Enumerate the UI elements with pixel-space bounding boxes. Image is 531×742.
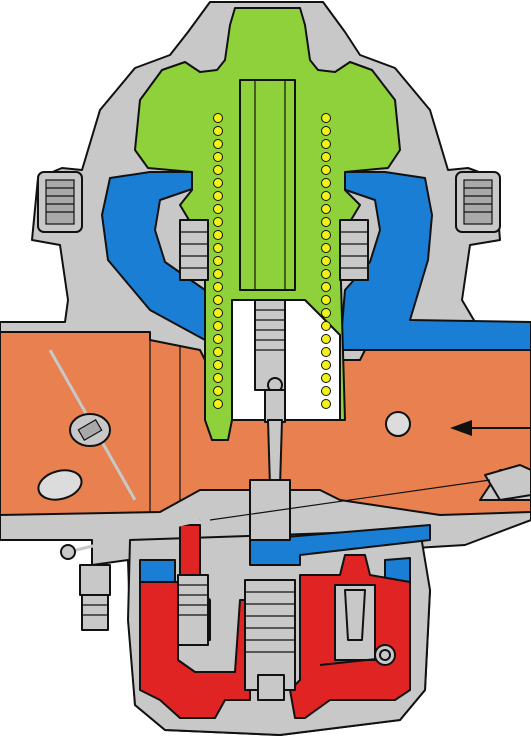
spring-coil xyxy=(321,230,331,240)
left-diaphragm-screw xyxy=(179,219,209,281)
right-diaphragm-screw xyxy=(339,219,369,281)
spring-coil xyxy=(213,295,223,305)
spring-coil xyxy=(213,256,223,266)
spring-coil xyxy=(321,126,331,136)
spring-coil xyxy=(321,178,331,188)
spring-coil xyxy=(213,373,223,383)
spring-coil xyxy=(213,113,223,123)
butterfly-valve-icon xyxy=(48,349,137,501)
piston-spring-coils xyxy=(213,113,331,409)
spring-coil xyxy=(213,139,223,149)
spring-coil xyxy=(321,269,331,279)
spring-coil xyxy=(321,386,331,396)
throttle-cable-line xyxy=(209,479,491,521)
spring-coil xyxy=(213,191,223,201)
spring-coil xyxy=(321,334,331,344)
spring-coil xyxy=(321,204,331,214)
spring-coil xyxy=(321,347,331,357)
spring-coil xyxy=(321,282,331,292)
pilot-jet xyxy=(177,574,209,646)
spring-coil xyxy=(321,113,331,123)
spring-coil xyxy=(321,243,331,253)
spring-coil xyxy=(321,360,331,370)
spring-coil xyxy=(321,256,331,266)
main-jet xyxy=(244,479,296,701)
spring-coil xyxy=(321,373,331,383)
right-cover-screw xyxy=(455,171,501,233)
spring-coil xyxy=(213,217,223,227)
slide-guide-tube xyxy=(239,79,296,291)
spring-coil xyxy=(213,282,223,292)
spring-coil xyxy=(213,399,223,409)
spring-coil xyxy=(321,152,331,162)
float-lever xyxy=(319,644,396,666)
arrow-left-icon xyxy=(450,420,531,436)
spring-coil xyxy=(213,347,223,357)
spring-coil xyxy=(213,308,223,318)
bypass-hole-right xyxy=(385,411,411,437)
spring-coil xyxy=(213,165,223,175)
spring-coil xyxy=(321,308,331,318)
choke-lever-rod xyxy=(60,518,201,560)
bypass-hole-left xyxy=(37,469,83,501)
spring-coil xyxy=(213,243,223,253)
left-cover-screw xyxy=(37,171,83,233)
spring-coil xyxy=(321,217,331,227)
spring-coil xyxy=(321,399,331,409)
fuel-passage-blue xyxy=(249,524,431,566)
spring-coil xyxy=(213,204,223,214)
spring-coil xyxy=(213,126,223,136)
spring-coil xyxy=(321,165,331,175)
bowl-blue-left xyxy=(139,559,176,583)
spring-coil xyxy=(213,178,223,188)
idle-adjust-screw xyxy=(79,564,111,631)
spring-coil xyxy=(321,191,331,201)
spring-coil xyxy=(321,139,331,149)
spring-coil xyxy=(321,295,331,305)
spring-coil xyxy=(213,269,223,279)
spring-coil xyxy=(321,321,331,331)
pilot-air-jet xyxy=(484,464,531,501)
spring-coil xyxy=(213,386,223,396)
float-needle-valve xyxy=(344,589,366,641)
spring-coil xyxy=(213,334,223,344)
spring-coil xyxy=(213,152,223,162)
spring-coil xyxy=(213,230,223,240)
spring-coil xyxy=(213,321,223,331)
spring-coil xyxy=(213,360,223,370)
